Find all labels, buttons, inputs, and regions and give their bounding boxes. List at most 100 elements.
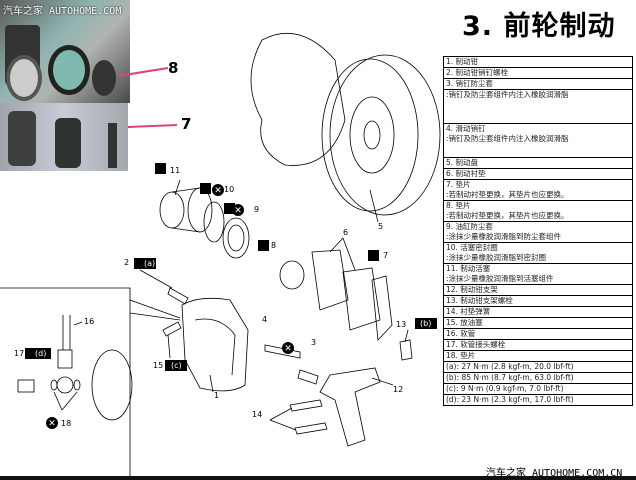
legend-row: 11. 制动活塞:涂抹少量橡胶润滑脂到活塞组件 <box>444 264 632 285</box>
legend-row: 4. 滑动销钉:销钉及防尘套组件内注入橡胶润滑脂 <box>444 124 632 158</box>
legend-item-note: :若制动衬垫更换，其垫片也应更换。 <box>446 211 569 220</box>
callout-7: 7 <box>383 251 389 260</box>
parts-legend-table: 1. 制动钳 2. 制动钳销钉螺栓 3. 销钉防尘套 :销钉及防尘套组件内注入橡胶润滑… <box>443 56 633 406</box>
legend-row: 3. 销钉防尘套 <box>444 79 632 90</box>
legend-item-text: 10. 活塞密封圈 <box>446 243 498 252</box>
legend-row: (d): 23 N·m (2.3 kgf-m, 17.0 lbf-ft) <box>444 395 632 405</box>
legend-row: :销钉及防尘套组件内注入橡胶润滑脂 <box>444 90 632 124</box>
callout-5: 5 <box>378 222 384 231</box>
callout-6: 6 <box>343 228 349 237</box>
legend-item-text: 5. 制动盘 <box>446 158 479 167</box>
legend-row: 7. 垫片:若制动衬垫更换，其垫片也应更换。 <box>444 180 632 201</box>
torque-icon-d <box>25 348 51 359</box>
legend-item-text: 6. 制动衬垫 <box>446 169 486 178</box>
legend-item-text: 12. 制动钳支架 <box>446 285 498 294</box>
shims-photo <box>0 103 128 171</box>
legend-row: 14. 衬垫弹簧 <box>444 307 632 318</box>
brake-disc <box>329 54 441 216</box>
grease-icon-9 <box>224 203 235 214</box>
legend-item-text: (a): 27 N·m (2.8 kgf-m, 20.0 lbf-ft) <box>446 362 574 371</box>
callout-13: 13 <box>396 320 407 329</box>
legend-item-note: :涂抹少量橡胶润滑脂到防尘套组件 <box>446 232 562 241</box>
callout-10: 10 <box>224 185 235 194</box>
shim-7 <box>371 275 393 341</box>
callout-18: 18 <box>61 419 72 428</box>
legend-row: 16. 软管 <box>444 329 632 340</box>
legend-item-text: 14. 衬垫弹簧 <box>446 307 491 316</box>
legend-item-note: :涂抹少量橡胶润滑脂到密封圈 <box>446 253 547 262</box>
piston-seal <box>203 201 225 243</box>
legend-row: 6. 制动衬垫 <box>444 169 632 180</box>
union-bolt <box>17 379 35 393</box>
callout-13-torque: (b) <box>420 319 432 328</box>
callout-8: 8 <box>271 241 277 250</box>
legend-item-text: 3. 销钉防尘套 <box>446 79 494 88</box>
legend-item-text: 17. 软管接头螺栓 <box>446 340 506 349</box>
pin-bolt <box>167 287 189 305</box>
callout-17-torque: (d) <box>35 349 47 358</box>
legend-item-text: 2. 制动钳销钉螺栓 <box>446 68 509 77</box>
grease-icon-7 <box>368 250 379 261</box>
legend-row: (c): 9 N·m (0.9 kgf-m, 7.0 lbf-ft) <box>444 384 632 395</box>
callout-1: 1 <box>214 391 220 400</box>
photo-callout-7: 7 <box>181 115 192 133</box>
callout-2-torque: (a) <box>144 259 156 268</box>
legend-item-text: (b): 85 N·m (8.7 kgf-m, 63.0 lbf-ft) <box>446 373 574 382</box>
bleeder-plug <box>162 321 182 337</box>
callout-15: 15 <box>153 361 164 370</box>
shim-8 <box>279 260 305 290</box>
callout-3: 3 <box>311 338 317 347</box>
callout-line-8 <box>117 67 169 77</box>
legend-row: 2. 制动钳销钉螺栓 <box>444 68 632 79</box>
replace-icon-3 <box>282 342 294 354</box>
legend-item-text: (c): 9 N·m (0.9 kgf-m, 7.0 lbf-ft) <box>446 384 564 393</box>
callout-2: 2 <box>124 258 130 267</box>
callout-14: 14 <box>252 410 263 419</box>
legend-row: (a): 27 N·m (2.8 kgf-m, 20.0 lbf-ft) <box>444 362 632 373</box>
callout-9: 9 <box>254 205 260 214</box>
brake-caliper <box>181 297 249 392</box>
legend-item-text: :销钉及防尘套组件内注入橡胶润滑脂 <box>446 90 569 99</box>
replace-icon-10 <box>212 184 224 196</box>
callout-11: 11 <box>170 166 181 175</box>
legend-row: 15. 放油塞 <box>444 318 632 329</box>
callout-line-7 <box>127 124 178 128</box>
legend-row: 5. 制动盘 <box>444 158 632 169</box>
legend-item-text: 15. 放油塞 <box>446 318 483 327</box>
torque-icon-b <box>415 318 437 329</box>
callout-12: 12 <box>393 385 404 394</box>
grease-icon-11 <box>155 163 166 174</box>
callout-15-torque: (c) <box>171 361 182 370</box>
caliper-parts-photo: 汽车之家 AUTOHOME.COM <box>0 0 130 103</box>
legend-row: 8. 垫片:若制动衬垫更换，其垫片也应更换。 <box>444 201 632 222</box>
legend-row: 9. 油缸防尘套:涂抹少量橡胶润滑脂到防尘套组件 <box>444 222 632 243</box>
callout-4: 4 <box>262 315 268 324</box>
legend-item-text: 1. 制动钳 <box>446 57 479 66</box>
replace-icon-18 <box>46 417 58 429</box>
legend-item-text: (d): 23 N·m (2.3 kgf-m, 17.0 lbf-ft) <box>446 395 574 404</box>
torque-icon-a <box>134 258 156 269</box>
svg-text:✕: ✕ <box>284 344 292 354</box>
watermark-top: 汽车之家 AUTOHOME.COM <box>3 6 122 17</box>
legend-row: 12. 制动钳支架 <box>444 285 632 296</box>
legend-item-text: 9. 油缸防尘套 <box>446 222 494 231</box>
brake-pad-inner <box>311 249 349 311</box>
page-title: 3. 前轮制动 <box>462 11 616 42</box>
hose-inset-frame <box>0 287 131 480</box>
legend-item-note: :销钉及防尘套组件内注入橡胶润滑脂 <box>446 134 569 143</box>
legend-item-text: 8. 垫片 <box>446 201 471 210</box>
brake-pad-outer <box>342 267 381 331</box>
svg-text:✕: ✕ <box>234 206 242 216</box>
legend-item-text: 18. 垫片 <box>446 351 476 360</box>
photo-callout-8: 8 <box>168 59 179 77</box>
torque-icon-c <box>165 360 187 371</box>
legend-item-text: 11. 制动活塞 <box>446 264 491 273</box>
pin-boot <box>297 369 319 385</box>
svg-text:✕: ✕ <box>48 419 56 429</box>
legend-row: 1. 制动钳 <box>444 57 632 68</box>
legend-item-note: :涂抹少量橡胶润滑脂到活塞组件 <box>446 274 554 283</box>
callout-17: 17 <box>14 349 25 358</box>
cylinder-boot <box>222 217 250 259</box>
legend-item-note: :若制动衬垫更换，其垫片也应更换。 <box>446 190 569 199</box>
